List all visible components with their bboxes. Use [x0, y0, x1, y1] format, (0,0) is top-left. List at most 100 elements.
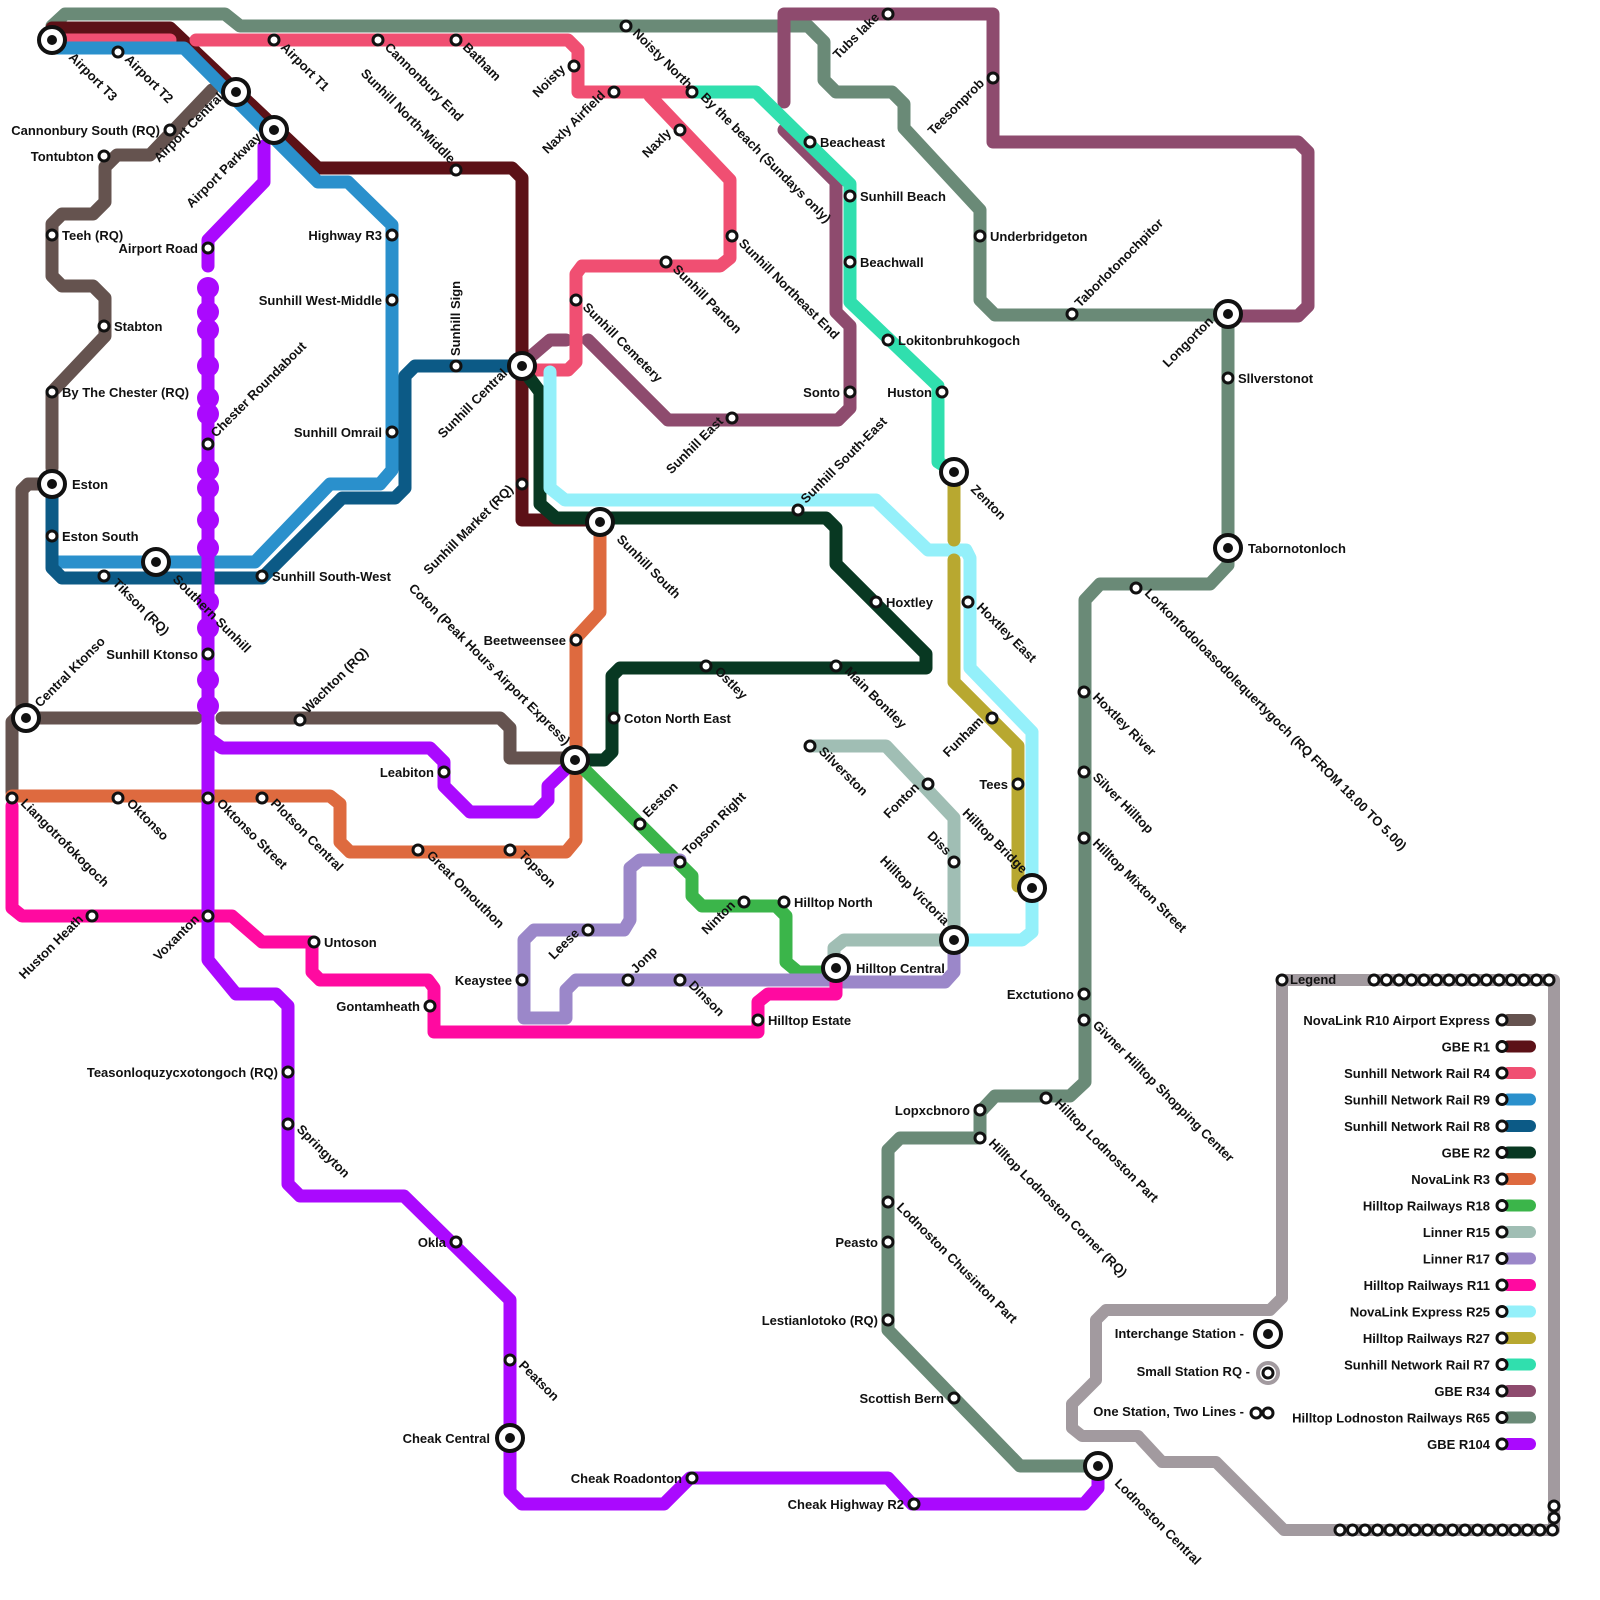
station[interactable]: Lodnoston Chusinton Part [881, 1195, 1021, 1327]
small-station-marker[interactable] [45, 228, 59, 242]
station[interactable]: Hilltop Lodnoston Part [1039, 1091, 1162, 1206]
station[interactable]: Sunhill South-West [255, 569, 392, 584]
station[interactable]: Sunhill North-Middle [358, 66, 463, 177]
station[interactable]: Untoson [307, 935, 377, 950]
small-station-marker[interactable] [281, 1065, 295, 1079]
station[interactable]: Beetweensee [484, 633, 583, 648]
small-station-marker[interactable] [985, 711, 999, 725]
small-station-marker[interactable] [281, 1117, 295, 1131]
small-station-marker[interactable] [503, 843, 517, 857]
small-station-marker[interactable] [97, 569, 111, 583]
small-station-marker[interactable] [935, 385, 949, 399]
small-station-marker[interactable] [777, 895, 791, 909]
small-station-marker[interactable] [307, 935, 321, 949]
station[interactable]: Tabornotonloch [1213, 533, 1346, 563]
station[interactable]: Leabiton [380, 765, 451, 780]
station[interactable]: Highway R3 [308, 228, 399, 243]
small-station-marker[interactable] [449, 359, 463, 373]
station[interactable]: Teasonloquzycxotongoch (RQ) [87, 1065, 295, 1080]
small-station-marker[interactable] [869, 595, 883, 609]
small-station-marker[interactable] [255, 791, 269, 805]
station[interactable]: Sunhill West-Middle [259, 293, 399, 308]
station[interactable]: Sonto [803, 385, 857, 400]
small-station-marker[interactable] [293, 713, 307, 727]
small-station-marker[interactable] [371, 33, 385, 47]
small-station-marker[interactable] [449, 163, 463, 177]
station[interactable]: Peasto [835, 1235, 895, 1250]
station[interactable]: Naxly [639, 123, 687, 161]
small-station-marker[interactable] [201, 241, 215, 255]
small-station-marker[interactable] [673, 123, 687, 137]
small-station-marker[interactable] [685, 85, 699, 99]
small-station-marker[interactable] [515, 973, 529, 987]
station[interactable]: Scottish Bern [859, 1391, 961, 1406]
small-station-marker[interactable] [973, 1131, 987, 1145]
small-station-marker[interactable] [1129, 581, 1143, 595]
small-station-marker[interactable] [45, 385, 59, 399]
station[interactable]: Tees [979, 777, 1025, 792]
station[interactable]: Hilltop Estate [751, 1013, 851, 1028]
small-station-marker[interactable] [619, 19, 633, 33]
small-station-marker[interactable] [633, 817, 647, 831]
small-station-marker[interactable] [607, 85, 621, 99]
small-station-marker[interactable] [111, 45, 125, 59]
station[interactable]: Eston South [45, 529, 139, 544]
small-station-marker[interactable] [267, 33, 281, 47]
station[interactable]: Cannonbury End [371, 33, 467, 124]
small-station-marker[interactable] [921, 777, 935, 791]
small-station-marker[interactable] [685, 1471, 699, 1485]
station[interactable]: Teeh (RQ) [45, 228, 123, 243]
small-station-marker[interactable] [881, 1195, 895, 1209]
small-station-marker[interactable] [1077, 765, 1091, 779]
small-station-marker[interactable] [947, 1391, 961, 1405]
station[interactable]: Gontamheath [336, 999, 437, 1014]
small-station-marker[interactable] [423, 999, 437, 1013]
small-station-marker[interactable] [673, 855, 687, 869]
small-station-marker[interactable] [843, 189, 857, 203]
station[interactable]: Hoxtley [869, 595, 934, 610]
station[interactable]: Sunhill Beach [843, 189, 946, 204]
station[interactable]: Lopxcbnoro [895, 1103, 987, 1118]
station[interactable]: Airport Parkway [183, 115, 289, 211]
small-station-marker[interactable] [201, 647, 215, 661]
station[interactable]: Cheak Roadonton [571, 1471, 699, 1486]
small-station-marker[interactable] [881, 333, 895, 347]
small-station-marker[interactable] [986, 71, 1000, 85]
small-station-marker[interactable] [201, 437, 215, 451]
small-station-marker[interactable] [725, 411, 739, 425]
station[interactable]: Hilltop Mixton Street [1077, 831, 1190, 936]
station[interactable]: Keaystee [455, 973, 529, 988]
station[interactable]: Coton North East [607, 711, 732, 726]
small-station-marker[interactable] [673, 973, 687, 987]
station[interactable]: Beacheast [803, 135, 886, 150]
station[interactable]: Okla [418, 1235, 463, 1250]
small-station-marker[interactable] [1077, 1013, 1091, 1027]
station[interactable]: Sllverstonot [1221, 371, 1314, 386]
small-station-marker[interactable] [881, 1235, 895, 1249]
small-station-marker[interactable] [1221, 371, 1235, 385]
small-station-marker[interactable] [907, 1497, 921, 1511]
small-station-marker[interactable] [961, 595, 975, 609]
station[interactable]: Hilltop North [777, 895, 873, 910]
small-station-marker[interactable] [255, 569, 269, 583]
station[interactable]: Beachwall [843, 255, 924, 270]
small-station-marker[interactable] [843, 255, 857, 269]
small-station-marker[interactable] [111, 791, 125, 805]
station[interactable]: Funham [940, 711, 999, 760]
station[interactable]: Eeston [633, 779, 681, 831]
small-station-marker[interactable] [201, 909, 215, 923]
small-station-marker[interactable] [803, 739, 817, 753]
small-station-marker[interactable] [411, 843, 425, 857]
station[interactable]: Huston [887, 385, 949, 400]
small-station-marker[interactable] [1065, 307, 1079, 321]
small-station-marker[interactable] [567, 59, 581, 73]
station[interactable]: Eston [37, 469, 108, 499]
small-station-marker[interactable] [737, 895, 751, 909]
station[interactable]: Cannonbury South (RQ) [11, 123, 177, 138]
small-station-marker[interactable] [725, 229, 739, 243]
small-station-marker[interactable] [803, 135, 817, 149]
station[interactable]: Stabton [97, 319, 162, 334]
small-station-marker[interactable] [385, 228, 399, 242]
station[interactable]: Cheak Central [403, 1423, 525, 1453]
small-station-marker[interactable] [829, 659, 843, 673]
